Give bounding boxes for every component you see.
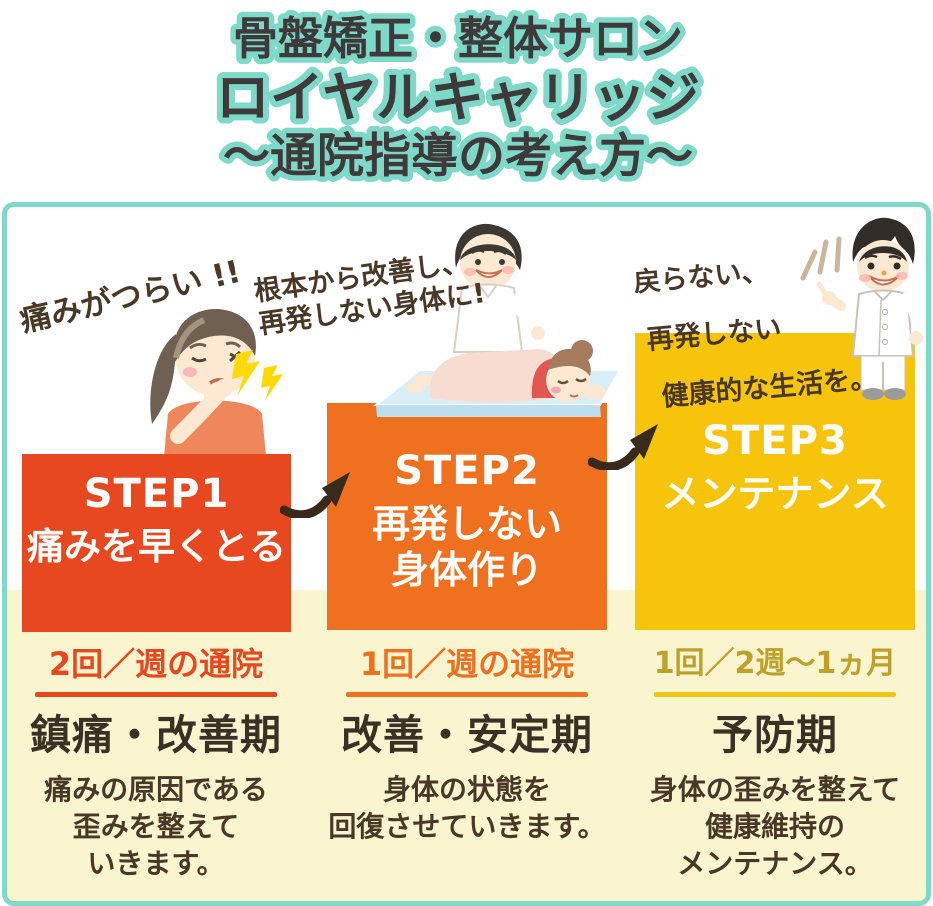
fringe (859, 246, 907, 262)
bent-arm (901, 292, 924, 338)
step2-box: STEP2 再発しない 身体作り (327, 403, 607, 630)
step2-stage: 改善・安定期 (341, 711, 593, 759)
blush-left (464, 268, 476, 276)
step3-box: STEP3 メンテナンス (635, 333, 915, 630)
closed-left-eye (191, 356, 207, 363)
tunic (452, 283, 524, 353)
button (882, 324, 888, 330)
divider (35, 692, 277, 697)
divider (654, 692, 896, 697)
blush (551, 386, 561, 394)
left-eye (867, 262, 875, 270)
tunic (851, 289, 915, 357)
step1-box: STEP1 痛みを早くとる (22, 454, 291, 632)
step2-description: 身体の状態を 回復させていきます。 (328, 773, 606, 843)
step1-title: 痛みを早くとる (27, 525, 286, 568)
eyebrows (864, 254, 902, 261)
blush-left (183, 367, 197, 377)
blush-right (502, 266, 514, 274)
step1-badge: STEP1 (83, 471, 230, 517)
divider (346, 692, 588, 697)
step2-detail-column: 1回／週の通院 改善・安定期 身体の状態を 回復させていきます。 (327, 646, 607, 845)
step2-title: 再発しない 身体作り (371, 502, 562, 592)
blush-left (859, 274, 871, 282)
mouth (569, 394, 579, 398)
fringe (460, 244, 516, 260)
tunic-seam (878, 299, 882, 357)
step1-detail-column: 2回／週の通院 鎮痛・改善期 痛みの原因である 歪みを整えて いきます。 (16, 646, 296, 882)
page-title: 骨盤矯正・整体サロン ロイヤルキャリッジ ～通院指導の考え方～ (210, 7, 706, 190)
shoe (862, 388, 884, 400)
left-eyebrow (189, 342, 207, 350)
step3-title: メンテナンス (661, 472, 889, 516)
hair-bun (571, 340, 593, 362)
massage-illustration (373, 223, 622, 417)
nose (881, 270, 887, 276)
speech-step3-line3: 健康的な生活を。 (660, 363, 879, 413)
speech-step3-line1: 戻らない、 (632, 256, 770, 299)
step2-badge: STEP2 (394, 448, 540, 494)
blanket (429, 349, 560, 402)
pain-woman-illustration (150, 308, 283, 456)
feet (406, 381, 426, 393)
button (882, 309, 888, 315)
step3-frequency: 1回／2週～1ヵ月 (653, 646, 897, 681)
practitioner-illustration (800, 217, 924, 400)
button (882, 339, 888, 345)
curved-arrow-icon (280, 472, 350, 518)
left-eye (475, 259, 481, 265)
collar (874, 291, 892, 302)
speech-step3: 戻らない、 再発しない 健康的な生活を。 (630, 220, 881, 443)
massaging-arm (505, 293, 541, 335)
practitioner-massaging (452, 223, 545, 353)
pain-woman (150, 308, 283, 456)
ponytail (150, 334, 176, 424)
speech-step3-line2: 再発しない (645, 313, 783, 356)
right-eye (499, 259, 505, 265)
arm-on-shoulder (170, 384, 228, 444)
step1-stage: 鎮痛・改善期 (30, 711, 282, 759)
step3-detail-column: 1回／2週～1ヵ月 予防期 身体の歪みを整えて 健康維持の メンテナンス。 (635, 646, 915, 882)
lightning-bolt-icon (261, 365, 283, 401)
hand (531, 326, 545, 340)
table-edge (376, 405, 601, 417)
collar (479, 285, 497, 299)
closed-eyes (557, 377, 587, 385)
step3-description: 身体の歪みを整えて 健康維持の メンテナンス。 (649, 773, 901, 880)
step2-frequency: 1回／週の通院 (359, 645, 575, 683)
right-eye (893, 262, 901, 270)
emphasis-lines-icon (800, 236, 842, 281)
curved-arrow-icon (588, 424, 658, 470)
step3-badge: STEP3 (702, 418, 848, 464)
step3-stage: 予防期 (712, 711, 838, 759)
pointing-finger (816, 281, 830, 299)
eyebrows (471, 249, 507, 255)
title-line-subtitle: ～通院指導の考え方～ (223, 129, 693, 184)
blush-right (896, 272, 908, 280)
fist (909, 331, 923, 345)
title-line-salon-name: ロイヤルキャリッジ (216, 66, 700, 129)
step1-frequency: 2回／週の通院 (48, 645, 264, 683)
lying-patient (406, 340, 606, 402)
step1-description: 痛みの原因である 歪みを整えて いきます。 (44, 773, 268, 880)
right-eyebrow (225, 341, 242, 349)
hand (215, 379, 233, 397)
pointing-practitioner (816, 217, 924, 400)
headband (173, 317, 206, 359)
title-line-salon-type: 骨盤矯正・整体サロン (233, 12, 683, 65)
shoe (884, 388, 906, 400)
lightning-bolt-icon (232, 350, 260, 396)
